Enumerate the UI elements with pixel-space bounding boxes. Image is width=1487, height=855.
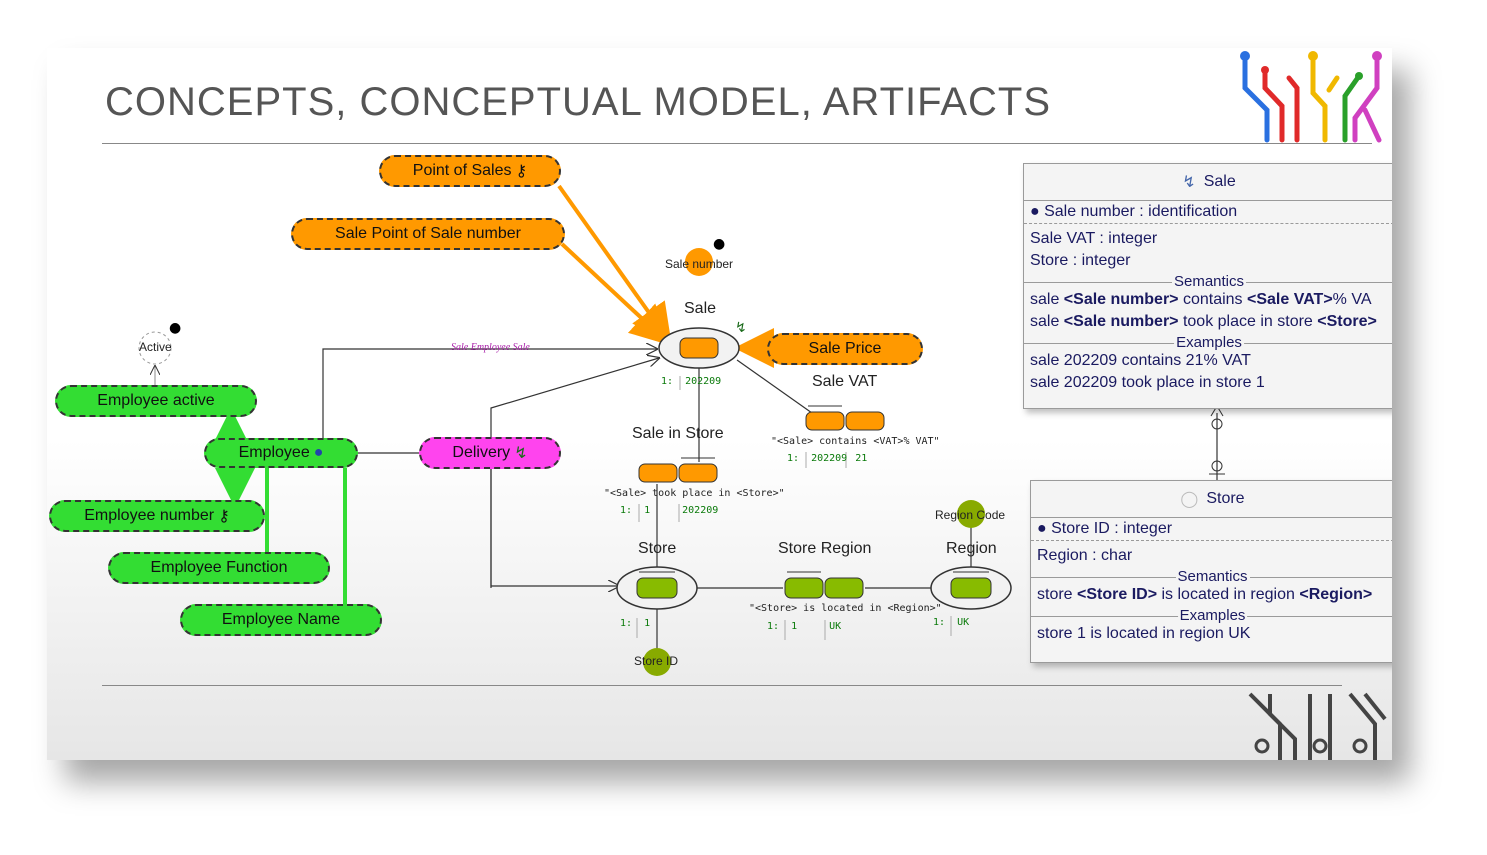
footer-divider bbox=[102, 685, 1342, 686]
uml-store-semantic: store <Store ID> is located in region <R… bbox=[1037, 586, 1373, 603]
uml-sale-semantic: sale <Sale number> contains <Sale VAT>% … bbox=[1030, 291, 1372, 308]
population-store-region: 1: 1 UK bbox=[767, 621, 842, 632]
lightning-icon: ↯ bbox=[735, 320, 747, 336]
population-sale: 1: 202209 bbox=[661, 376, 722, 387]
role-label-sale-employee: Sale Employee Sale bbox=[451, 342, 530, 353]
uml-sale-semantic: sale <Sale number> took place in store <… bbox=[1030, 313, 1377, 330]
slide: CONCEPTS, CONCEPTUAL MODEL, ARTIFACTS bbox=[47, 48, 1392, 760]
uml-sale-header: ↯Sale bbox=[1024, 164, 1392, 201]
sale-label: Sale bbox=[684, 300, 717, 317]
employee-name-node[interactable]: Employee Name bbox=[180, 604, 382, 636]
uml-store-semantics-divider: Semantics bbox=[1031, 568, 1392, 585]
employee-node[interactable]: Employee● bbox=[204, 438, 358, 468]
delivery-node[interactable]: Delivery↯ bbox=[419, 437, 561, 469]
population-store: 1: 1 bbox=[620, 618, 651, 629]
reading-sale-in-store: "<Sale> took place in <Store>" bbox=[604, 488, 785, 499]
uml-store-header: ◯Store bbox=[1031, 481, 1392, 518]
employee-function-node[interactable]: Employee Function bbox=[108, 552, 330, 584]
uml-sale-attr: Store : integer bbox=[1030, 252, 1131, 269]
store-label: Store bbox=[638, 540, 677, 557]
page-title: CONCEPTS, CONCEPTUAL MODEL, ARTIFACTS bbox=[105, 80, 1052, 124]
person-icon: ● bbox=[313, 444, 324, 461]
reading-sale-vat: "<Sale> contains <VAT>% VAT" bbox=[771, 436, 940, 447]
sale-price-node[interactable]: Sale Price bbox=[767, 333, 923, 365]
sale-point-of-sale-number-node[interactable]: Sale Point of Sale number bbox=[291, 218, 565, 250]
lock-icon: ● bbox=[713, 236, 726, 252]
population-sale-in-store: 1: 1 202209 bbox=[620, 505, 719, 516]
sale-in-store-label: Sale in Store bbox=[632, 425, 724, 442]
store-id-label: Store ID bbox=[634, 654, 679, 668]
lightning-icon: ↯ bbox=[514, 445, 528, 462]
uml-class-store[interactable]: ◯Store ● Store ID : integer Region : cha… bbox=[1030, 480, 1392, 663]
uml-store-examples-divider: Examples bbox=[1031, 607, 1392, 624]
active-label: Active bbox=[139, 340, 172, 354]
uml-sale-id: ● Sale number : identification bbox=[1024, 201, 1392, 224]
population-sale-vat: 1: 202209 21 bbox=[787, 453, 868, 464]
lock-icon: ● bbox=[169, 320, 182, 336]
uml-store-attr: Region : char bbox=[1037, 547, 1133, 564]
clip-icon: ◯ bbox=[1180, 491, 1199, 508]
sale-number-label: Sale number bbox=[665, 257, 734, 271]
circuit-logo-icon bbox=[1240, 51, 1382, 143]
uml-store-example: store 1 is located in region UK bbox=[1037, 625, 1251, 642]
population-region: 1: UK bbox=[933, 617, 970, 628]
uml-sale-examples-divider: Examples bbox=[1024, 334, 1392, 351]
diagram-connectors bbox=[138, 184, 1225, 676]
key-icon: ⚷ bbox=[218, 508, 230, 525]
circuit-logo-bottom-icon bbox=[1248, 692, 1387, 760]
uml-store-id: ● Store ID : integer bbox=[1031, 518, 1392, 541]
region-code-label: Region Code bbox=[935, 508, 1006, 522]
employee-number-node[interactable]: Employee number⚷ bbox=[49, 500, 265, 532]
uml-sale-example: sale 202209 contains 21% VAT bbox=[1030, 352, 1251, 369]
point-of-sales-node[interactable]: Point of Sales⚷ bbox=[379, 155, 561, 187]
uml-sale-semantics-divider: Semantics bbox=[1024, 273, 1392, 290]
sale-vat-label: Sale VAT bbox=[812, 373, 878, 390]
uml-sale-example: sale 202209 took place in store 1 bbox=[1030, 374, 1265, 391]
employee-active-node[interactable]: Employee active bbox=[55, 385, 257, 417]
uml-sale-attr: Sale VAT : integer bbox=[1030, 230, 1158, 247]
title-divider bbox=[102, 143, 1372, 144]
region-label: Region bbox=[946, 540, 997, 557]
store-region-label: Store Region bbox=[778, 540, 872, 557]
key-icon: ⚷ bbox=[515, 163, 528, 180]
uml-class-sale[interactable]: ↯Sale ● Sale number : identification Sal… bbox=[1023, 163, 1392, 409]
reading-store-region: "<Store> is located in <Region>" bbox=[749, 603, 942, 614]
lightning-icon: ↯ bbox=[1182, 174, 1196, 191]
